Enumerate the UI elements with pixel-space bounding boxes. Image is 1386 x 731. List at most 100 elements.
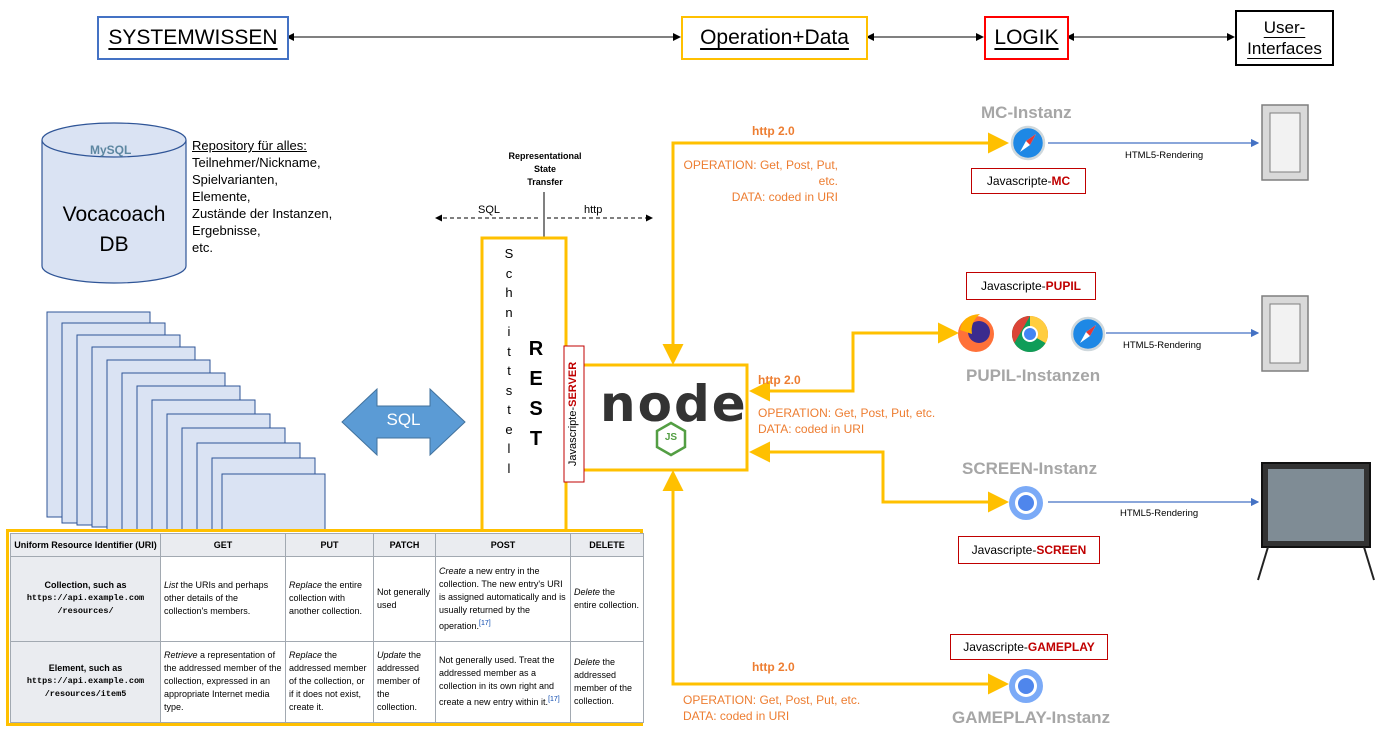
logik-box: LOGIK (984, 16, 1069, 60)
rest-interface-frame (480, 236, 568, 540)
table-row-header: Collection, such as https://api.example.… (10, 556, 161, 642)
letter: T (529, 428, 543, 450)
uri-methods-table: Uniform Resource Identifier (URI) GET PU… (10, 533, 644, 724)
row-url: /resources/ (57, 606, 114, 617)
rest-sql-label: SQL (478, 204, 501, 216)
letter: l (507, 460, 511, 476)
sql-arrow-label: SQL (386, 410, 421, 429)
screen-render-label: HTML5-Rendering (1120, 508, 1199, 519)
repository-description: Repository für alles: Teilnehmer/Nicknam… (192, 137, 332, 256)
table-row: Collection, such as https://api.example.… (10, 556, 644, 642)
letter: R (528, 338, 544, 360)
letter: n (505, 304, 513, 320)
document-stack (46, 311, 326, 565)
letter: h (505, 285, 513, 300)
letter: s (505, 382, 513, 398)
gameplay-op-line: OPERATION: Get, Post, Put, etc. (683, 693, 861, 707)
letter: t (507, 343, 511, 359)
table-header: Uniform Resource Identifier (URI) (10, 533, 161, 557)
db-label-line1: Vocacoach (62, 203, 166, 226)
cell-text: a new entry in the collection. The new e… (439, 565, 566, 631)
chromium-icon (1009, 669, 1043, 703)
letter: E (529, 368, 543, 390)
table-row-header: Element, such as https://api.example.com… (10, 640, 161, 724)
gameplay-connection-text: OPERATION: Get, Post, Put, etc. DATA: co… (683, 692, 860, 724)
connector-node-mc (662, 132, 1009, 365)
safari-icon (1010, 125, 1046, 161)
connector-node-gameplay (662, 470, 1009, 695)
cell-em: Create (439, 565, 467, 576)
cell-em: Replace (289, 580, 323, 591)
letter: S (529, 398, 543, 420)
row-url: /resources/item5 (44, 689, 127, 700)
table-cell-get: List the URIs and perhaps other details … (160, 556, 286, 642)
operation-data-box: Operation+Data (681, 16, 868, 60)
connector-node-pupil (749, 322, 959, 402)
cell-em: Delete (574, 586, 601, 597)
table-cell-put: Replace the entire collection with anoth… (285, 556, 374, 642)
nodejs-logo-icon (655, 421, 687, 457)
table-cell-post: Create a new entry in the collection. Th… (435, 556, 571, 642)
cell-text: the URIs and perhaps other details of th… (164, 580, 269, 617)
table-header: PATCH (373, 533, 436, 557)
row-url: https://api.example.com (26, 593, 145, 604)
chrome-icon (1011, 316, 1049, 353)
row-url: https://api.example.com (26, 676, 145, 687)
reference-link[interactable]: [17] (548, 696, 560, 704)
table-row: Element, such as https://api.example.com… (10, 640, 644, 724)
gameplay-protocol-label: http 2.0 (752, 660, 795, 674)
mc-js-prefix: Javascripte- (986, 174, 1052, 188)
js-server-label: Javascripte-SERVER (567, 346, 581, 482)
node-server-box (565, 363, 749, 472)
mc-js-box: Javascripte-MC (971, 168, 1086, 194)
pupil-protocol-label: http 2.0 (758, 373, 801, 387)
pupil-render-label: HTML5-Rendering (1123, 340, 1202, 351)
reference-link[interactable]: [17] (479, 619, 491, 627)
gameplay-js-suffix: GAMEPLAY (1027, 640, 1095, 654)
safari-icon (1070, 316, 1106, 352)
user-interfaces-line2: Interfaces (1247, 39, 1322, 58)
pupil-js-box: Javascripte-PUPIL (966, 272, 1096, 300)
screen-js-suffix: SCREEN (1036, 543, 1087, 557)
table-cell-delete: Delete the entire collection. (570, 556, 644, 642)
cell-em: Retrieve (164, 650, 198, 661)
database-cylinder (41, 122, 187, 284)
cell-text: the entire collection. (574, 586, 640, 610)
rest-title-line3: Transfer (527, 177, 563, 187)
table-cell-post: Not generally used. Treat the addressed … (435, 640, 571, 724)
pupil-js-prefix: Javascripte- (980, 279, 1046, 293)
rest-title-line2: State (533, 164, 556, 174)
cell-text: the entire collection with another colle… (289, 580, 363, 617)
table-cell-patch: Update the addressed member of the colle… (373, 640, 436, 724)
gameplay-data-line: DATA: coded in URI (683, 709, 790, 723)
gameplay-instance-title: GAMEPLAY-Instanz (952, 708, 1111, 727)
screen-instance-title: SCREEN-Instanz (962, 459, 1098, 478)
repository-item: Elemente, (192, 189, 251, 204)
cell-text: the addressed member of the collection. (574, 656, 633, 706)
js-server-prefix: Javascripte- (567, 406, 579, 467)
pupil-instance-title: PUPIL-Instanzen (966, 366, 1101, 385)
user-interfaces-box: User- Interfaces (1235, 10, 1334, 66)
pupil-connection-text: OPERATION: Get, Post, Put, etc. DATA: co… (758, 405, 935, 437)
table-header: PUT (285, 533, 374, 557)
mc-data-line: DATA: coded in URI (731, 190, 838, 204)
rest-title-line1: Representational (508, 151, 582, 161)
user-interfaces-line1: User- (1263, 18, 1306, 37)
systemwissen-box: SYSTEMWISSEN (97, 16, 289, 60)
nodejs-wordmark: node (600, 375, 748, 433)
sql-double-arrow (341, 387, 466, 457)
tv-screen-icon (1257, 462, 1375, 581)
row-label: Element, such as (48, 663, 123, 674)
firefox-icon (958, 314, 994, 352)
letter: e (505, 421, 513, 437)
cell-em: Update (377, 650, 407, 661)
rest-vertical-text: R E S T (525, 334, 547, 454)
mc-js-suffix: MC (1051, 174, 1071, 188)
screen-js-box: Javascripte-SCREEN (958, 536, 1100, 564)
letter: t (507, 363, 511, 378)
pupil-data-line: DATA: coded in URI (758, 422, 865, 436)
pupil-op-line: OPERATION: Get, Post, Put, etc. (758, 406, 936, 420)
nodejs-badge: JS (664, 432, 678, 443)
repository-item: Ergebnisse, (192, 223, 261, 238)
